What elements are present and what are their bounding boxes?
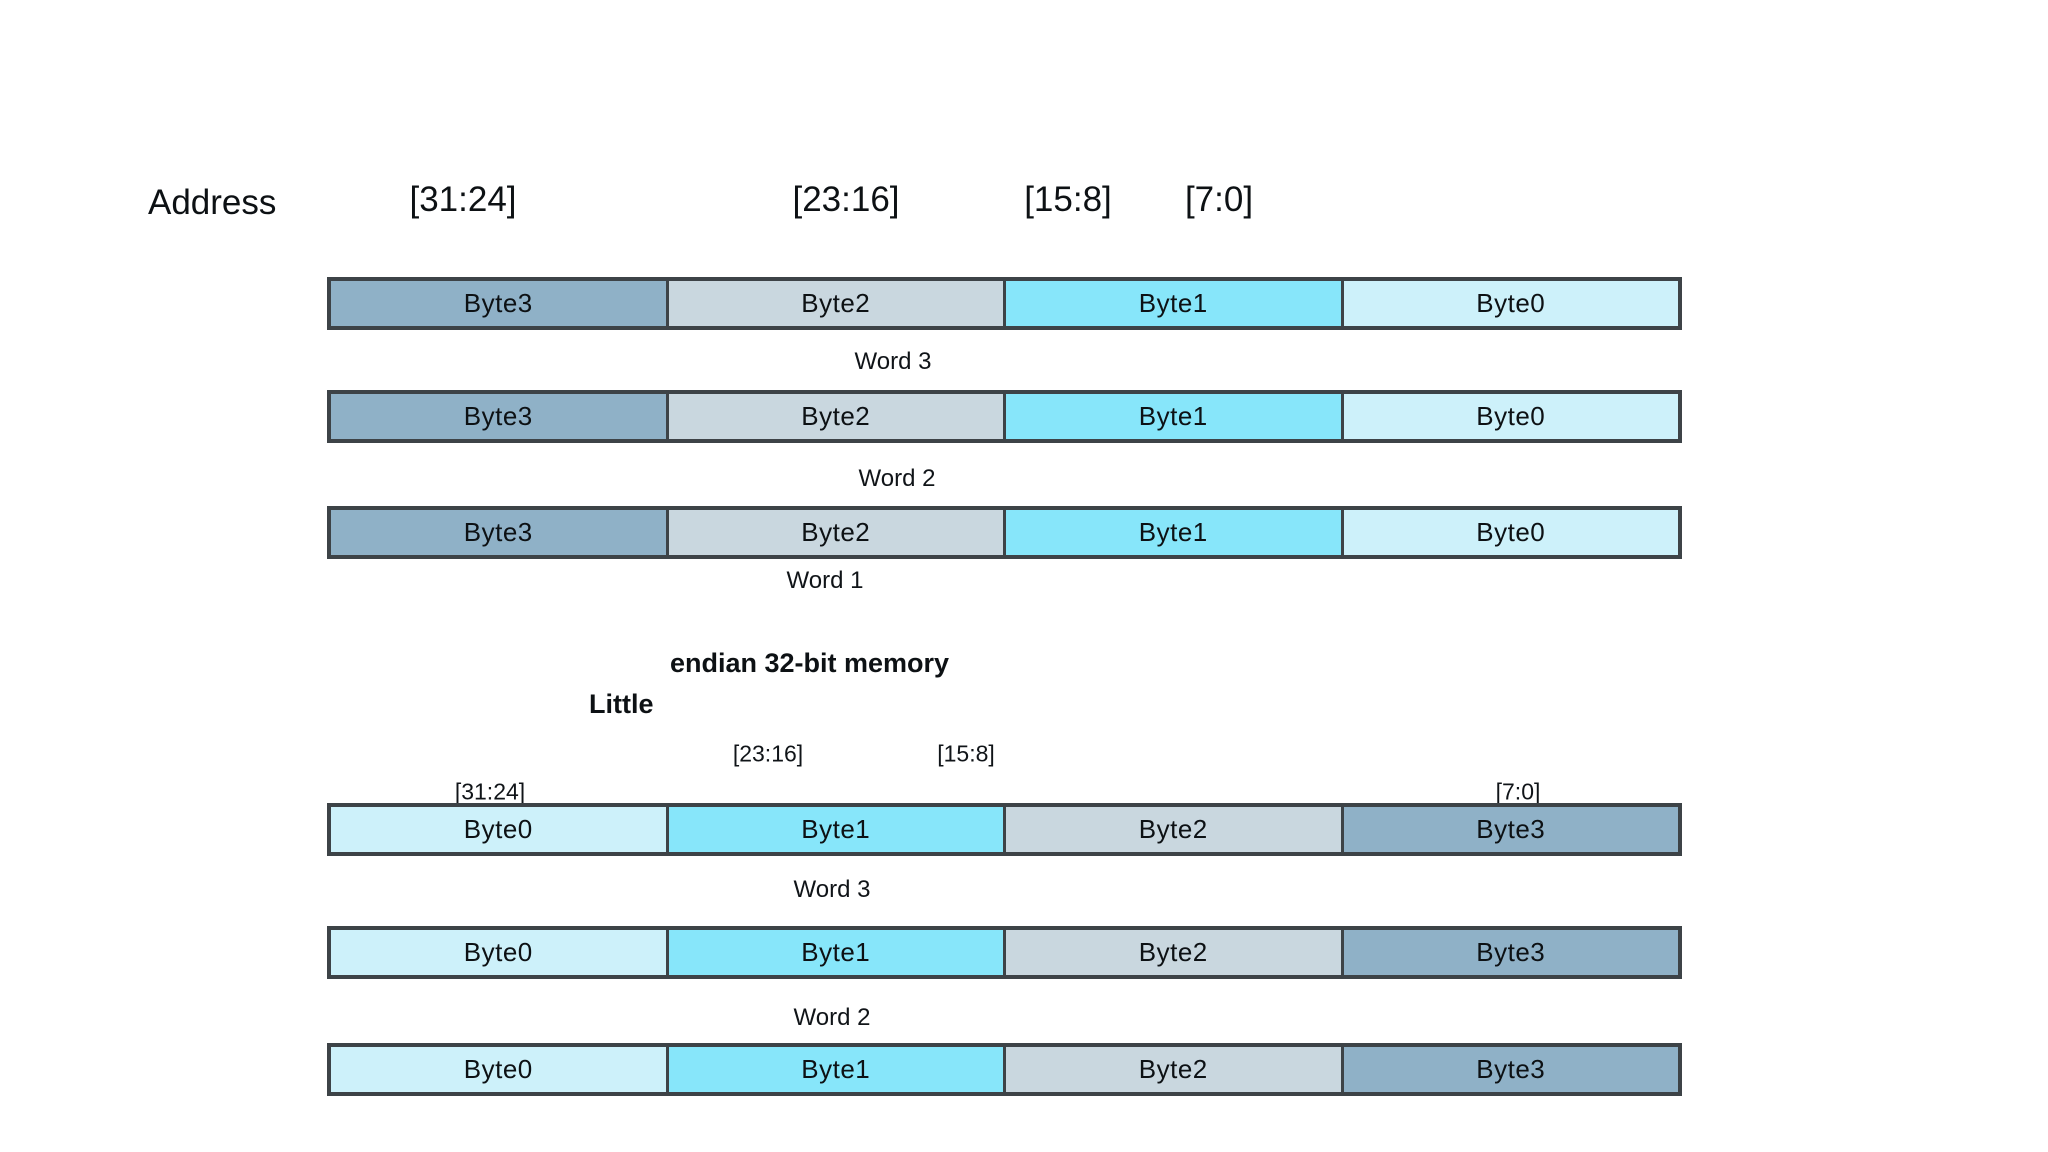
byte-cell: Byte2 xyxy=(665,281,1003,326)
bit-range-label-31-24: [31:24] xyxy=(454,778,526,805)
bit-range-label-23-16: [23:16] xyxy=(732,740,804,767)
byte-cell: Byte2 xyxy=(1003,1047,1341,1092)
word-label: Word 3 xyxy=(854,348,932,375)
little-endian-word1-row: Byte0 Byte1 Byte2 Byte3 xyxy=(327,1043,1682,1096)
bit-range-label-23-16: [23:16] xyxy=(792,180,900,219)
byte-cell: Byte3 xyxy=(331,510,666,555)
word-label: Word 2 xyxy=(858,465,936,492)
byte-cell: Byte2 xyxy=(665,394,1003,439)
word-label: Word 2 xyxy=(793,1004,871,1031)
byte-cell: Byte1 xyxy=(665,1047,1003,1092)
byte-cell: Byte3 xyxy=(331,281,666,326)
big-endian-word3-row: Byte3 Byte2 Byte1 Byte0 xyxy=(327,277,1682,330)
byte-cell: Byte0 xyxy=(1340,281,1678,326)
byte-cell: Byte3 xyxy=(1340,807,1678,852)
byte-cell: Byte2 xyxy=(1003,807,1341,852)
address-label: Address xyxy=(148,183,277,222)
byte-cell: Byte0 xyxy=(331,807,666,852)
byte-cell: Byte3 xyxy=(331,394,666,439)
byte-cell: Byte0 xyxy=(331,930,666,975)
little-endian-word3-row: Byte0 Byte1 Byte2 Byte3 xyxy=(327,803,1682,856)
bit-range-label-7-0: [7:0] xyxy=(1184,180,1254,219)
byte-cell: Byte2 xyxy=(665,510,1003,555)
byte-cell: Byte2 xyxy=(1003,930,1341,975)
bit-range-label-15-8: [15:8] xyxy=(1024,180,1112,219)
little-endian-word2-row: Byte0 Byte1 Byte2 Byte3 xyxy=(327,926,1682,979)
byte-cell: Byte0 xyxy=(1340,394,1678,439)
bit-range-label-31-24: [31:24] xyxy=(409,180,517,219)
byte-cell: Byte1 xyxy=(1003,281,1341,326)
byte-cell: Byte1 xyxy=(1003,510,1341,555)
byte-cell: Byte0 xyxy=(1340,510,1678,555)
word-label: Word 3 xyxy=(793,876,871,903)
big-endian-word1-row: Byte3 Byte2 Byte1 Byte0 xyxy=(327,506,1682,559)
bit-range-label-7-0: [7:0] xyxy=(1495,778,1541,805)
byte-cell: Byte3 xyxy=(1340,930,1678,975)
byte-cell: Byte1 xyxy=(1003,394,1341,439)
byte-cell: Byte3 xyxy=(1340,1047,1678,1092)
caption-endian-line: endian 32-bit memory xyxy=(670,648,950,678)
bit-range-label-15-8: [15:8] xyxy=(937,740,995,767)
big-endian-word2-row: Byte3 Byte2 Byte1 Byte0 xyxy=(327,390,1682,443)
caption-little-line: Little xyxy=(589,689,654,719)
byte-cell: Byte1 xyxy=(665,807,1003,852)
word-label: Word 1 xyxy=(786,567,864,594)
byte-cell: Byte1 xyxy=(665,930,1003,975)
byte-cell: Byte0 xyxy=(331,1047,666,1092)
